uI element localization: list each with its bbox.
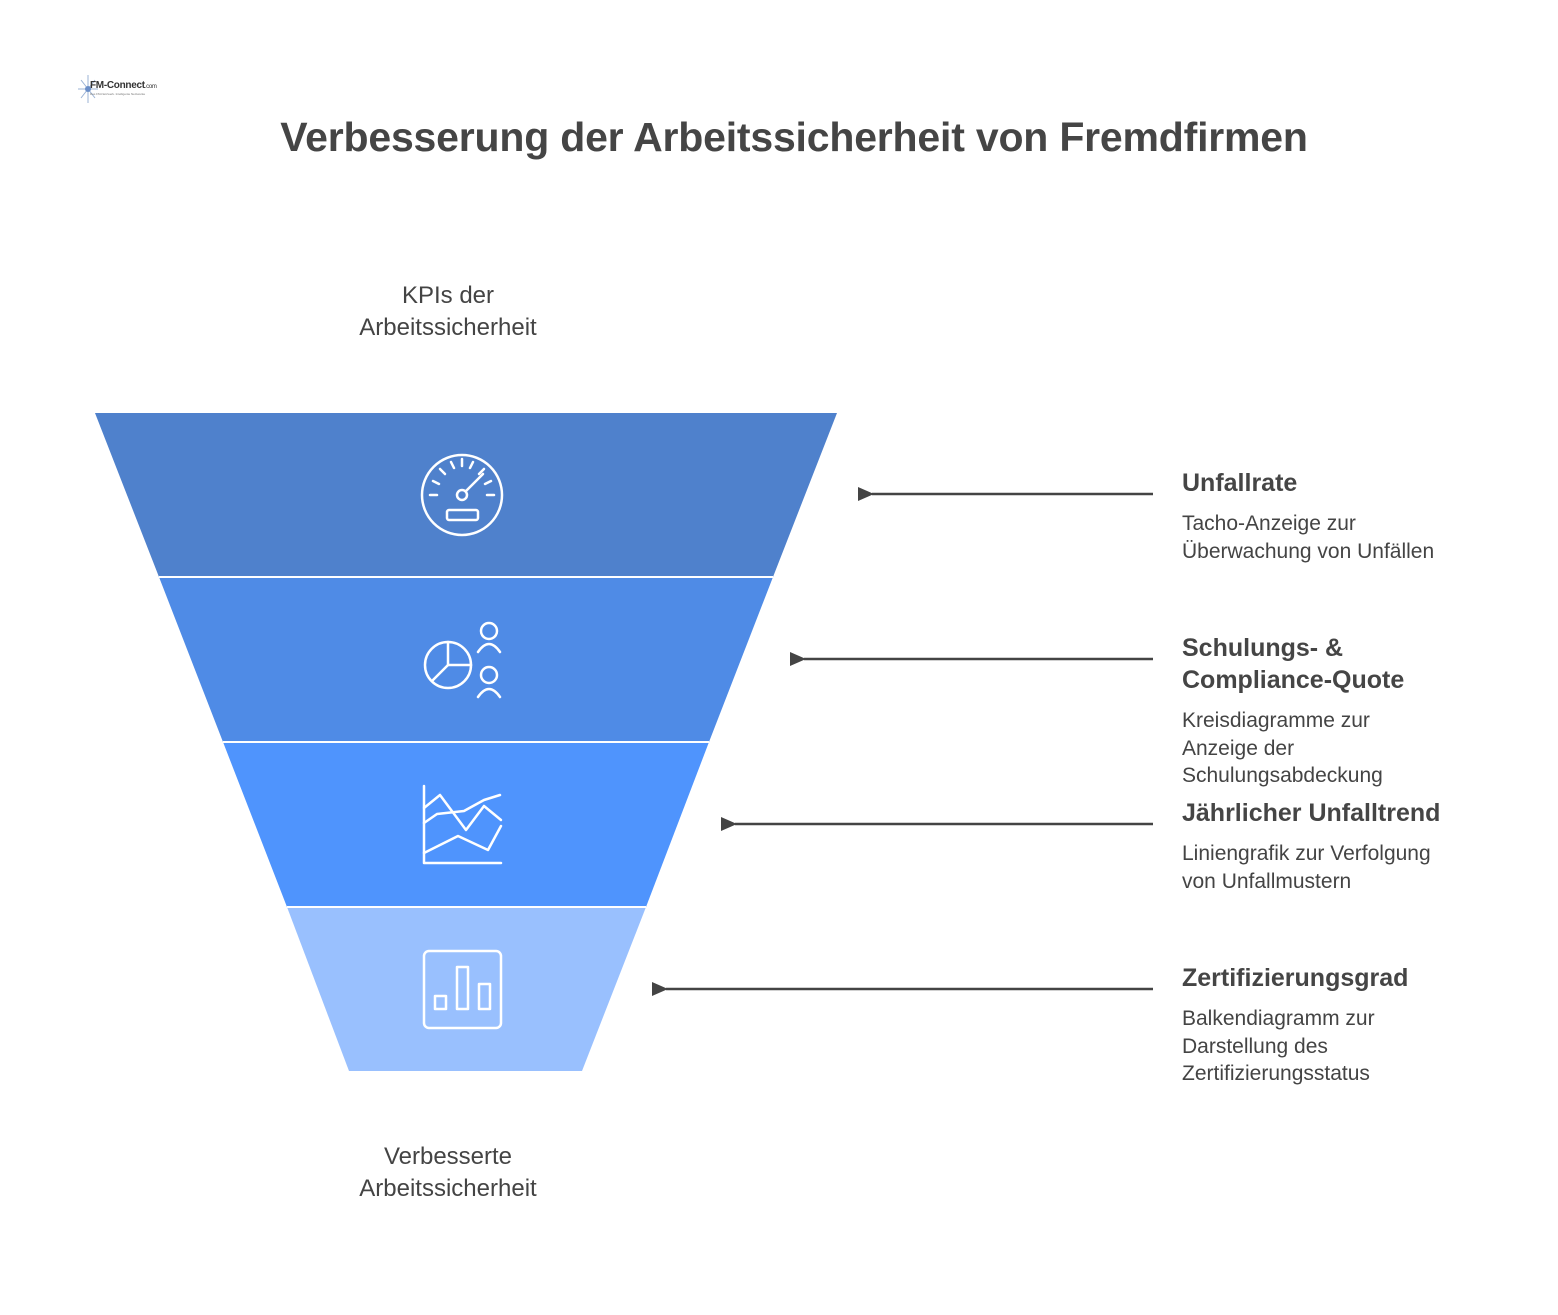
speedometer-icon xyxy=(420,453,504,537)
item-schulung: Schulungs- & Compliance-Quote Kreisdiagr… xyxy=(1182,632,1502,790)
item-desc-line: von Unfallmustern xyxy=(1182,869,1352,893)
item-desc-line: Darstellung des xyxy=(1182,1034,1328,1058)
funnel-bottom-label-line: Verbesserte xyxy=(383,1143,513,1170)
item-desc-line: Zertifizierungsstatus xyxy=(1182,1062,1370,1085)
item-description: Tacho-Anzeige zur Überwachung von Unfäll… xyxy=(1182,510,1502,565)
item-title-line: Zertifizierungsgrad xyxy=(1182,964,1409,992)
logo-star-icon xyxy=(78,75,98,103)
logo: FM-Connect.com Das FM-Netzwerk. Intellig… xyxy=(78,72,157,106)
funnel-stage-schulung xyxy=(159,577,773,742)
item-description: Balkendiagramm zur Darstellung des Zerti… xyxy=(1182,1005,1502,1088)
item-title: Schulungs- & Compliance-Quote xyxy=(1182,632,1502,696)
item-desc-line: Balkendiagramm zur xyxy=(1182,1007,1375,1030)
item-zertifizierung: Zertifizierungsgrad Balkendiagramm zur D… xyxy=(1182,962,1502,1088)
logo-wordmark: FM-Connect.com xyxy=(90,80,157,91)
item-title: Zertifizierungsgrad xyxy=(1182,962,1502,994)
funnel-top-label: KPIs der Arbeitssicherheit xyxy=(248,280,648,344)
funnel-top-label-line: KPIs der xyxy=(401,282,495,309)
item-desc-line: Kreisdiagramme zur xyxy=(1182,709,1370,732)
item-description: Kreisdiagramme zur Anzeige der Schulungs… xyxy=(1182,707,1502,790)
item-title-line: Compliance-Quote xyxy=(1182,666,1405,694)
item-desc-line: Tacho-Anzeige zur xyxy=(1182,512,1356,535)
pie-chart-people-icon xyxy=(423,621,502,699)
funnel-stage-unfalltrend xyxy=(223,742,709,907)
line-chart-icon xyxy=(422,784,503,865)
item-title: Unfallrate xyxy=(1182,467,1502,499)
funnel-stage-zertifizierung xyxy=(287,907,646,1071)
item-title: Jährlicher Unfalltrend xyxy=(1182,797,1502,829)
funnel-bottom-label-line: Arbeitssicherheit xyxy=(359,1175,537,1202)
item-description: Liniengrafik zur Verfolgung von Unfallmu… xyxy=(1182,840,1502,895)
logo-tagline: Das FM-Netzwerk. Intelligente Netzwerke xyxy=(90,92,146,96)
item-desc-line: Überwachung von Unfällen xyxy=(1182,539,1435,563)
funnel-bottom-label: Verbesserte Arbeitssicherheit xyxy=(248,1141,648,1205)
page-title: Verbesserung der Arbeitssicherheit von F… xyxy=(280,114,1308,160)
item-desc-line: Anzeige der xyxy=(1182,736,1295,760)
item-title-line: Schulungs- & xyxy=(1182,634,1344,662)
item-desc-line: Liniengrafik zur Verfolgung xyxy=(1182,842,1431,865)
item-title-line: Unfallrate xyxy=(1182,469,1298,497)
item-unfallrate: Unfallrate Tacho-Anzeige zur Überwachung… xyxy=(1182,467,1502,565)
item-desc-line: Schulungsabdeckung xyxy=(1182,764,1383,787)
item-unfalltrend: Jährlicher Unfalltrend Liniengrafik zur … xyxy=(1182,797,1502,895)
bar-chart-icon xyxy=(422,949,503,1030)
funnel-top-label-line: Arbeitssicherheit xyxy=(359,314,537,341)
item-title-line: Jährlicher Unfalltrend xyxy=(1182,799,1441,827)
